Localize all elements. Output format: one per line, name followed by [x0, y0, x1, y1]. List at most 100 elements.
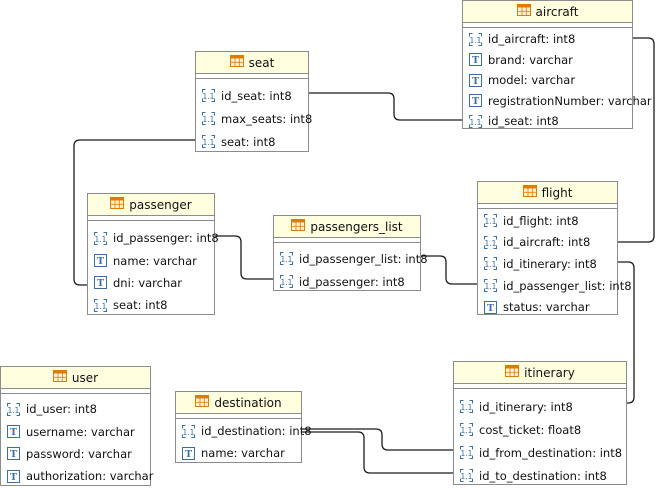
svg-text:1.1: 1.1	[461, 426, 473, 435]
entity-header[interactable]: itinerary	[454, 362, 626, 384]
svg-text:1.1: 1.1	[203, 115, 215, 124]
svg-text:1.1: 1.1	[461, 403, 473, 412]
attribute-row[interactable]: 1.1 seat: int8	[88, 294, 214, 316]
entity-divider	[196, 74, 308, 79]
svg-text:1.1: 1.1	[461, 449, 473, 458]
text-icon: T	[94, 276, 107, 290]
svg-text:1.1: 1.1	[203, 92, 215, 101]
numeric-icon: 1.1	[280, 275, 293, 288]
attribute-label: registrationNumber: varchar	[488, 93, 652, 108]
attribute-label: brand: varchar	[488, 52, 573, 67]
table-icon	[505, 365, 520, 380]
text-icon: T	[7, 447, 20, 461]
attribute-label: id_aircraft: int8	[488, 32, 576, 47]
table-icon	[229, 55, 244, 70]
entity-header[interactable]: destination	[176, 392, 301, 414]
numeric-icon: 1.1	[460, 400, 473, 413]
attribute-row[interactable]: 1.1 id_aircraft: int8	[463, 29, 632, 50]
attribute-label: id_passenger: int8	[299, 274, 405, 289]
svg-text:1.1: 1.1	[281, 278, 293, 287]
table-icon	[291, 219, 306, 234]
numeric-icon: 1.1	[460, 469, 473, 482]
attribute-label: id_seat: int8	[488, 114, 559, 129]
text-icon: T	[182, 446, 195, 460]
entity-divider	[176, 414, 301, 419]
entity-divider	[463, 23, 632, 28]
attribute-label: id_seat: int8	[221, 88, 292, 103]
entity-title: user	[71, 370, 99, 385]
text-icon: T	[469, 94, 482, 108]
entity-header[interactable]: user	[1, 367, 150, 389]
attribute-row[interactable]: 1.1 id_seat: int8	[463, 111, 632, 132]
numeric-icon: 1.1	[280, 252, 293, 265]
svg-text:1.1: 1.1	[8, 405, 20, 414]
text-icon: T	[469, 53, 482, 67]
svg-text:1.1: 1.1	[203, 138, 215, 147]
attribute-label: seat: int8	[113, 298, 168, 313]
svg-text:T: T	[10, 472, 17, 483]
numeric-icon: 1.1	[202, 112, 215, 125]
svg-text:1.1: 1.1	[461, 472, 473, 481]
entity-divider	[1, 389, 150, 394]
entity-title: seat	[248, 55, 275, 70]
svg-text:1.1: 1.1	[485, 260, 497, 269]
attribute-label: id_destination: int8	[201, 424, 312, 438]
link-passenger-passengerslist	[215, 235, 273, 280]
numeric-icon: 1.1	[94, 298, 107, 312]
attribute-label: password: varchar	[26, 446, 132, 461]
svg-text:T: T	[487, 303, 494, 314]
entity-header[interactable]: seat	[196, 52, 308, 74]
text-icon: T	[7, 425, 20, 439]
entity-header[interactable]: aircraft	[463, 1, 632, 23]
entity-header[interactable]: flight	[478, 182, 617, 204]
svg-text:T: T	[97, 278, 104, 289]
attribute-label: authorization: varchar	[26, 469, 154, 484]
svg-text:T: T	[10, 427, 17, 438]
attribute-row[interactable]: 1.1 id_passenger: int8	[274, 270, 420, 293]
entity-header[interactable]: passenger	[88, 194, 214, 216]
entity-header[interactable]: passengers_list	[274, 216, 420, 238]
svg-text:1.1: 1.1	[470, 36, 482, 45]
text-icon: T	[484, 300, 497, 314]
numeric-icon: 1.1	[484, 279, 497, 293]
attribute-row[interactable]: 1.1 id_seat: int8	[196, 84, 308, 107]
numeric-icon: 1.1	[469, 114, 482, 128]
